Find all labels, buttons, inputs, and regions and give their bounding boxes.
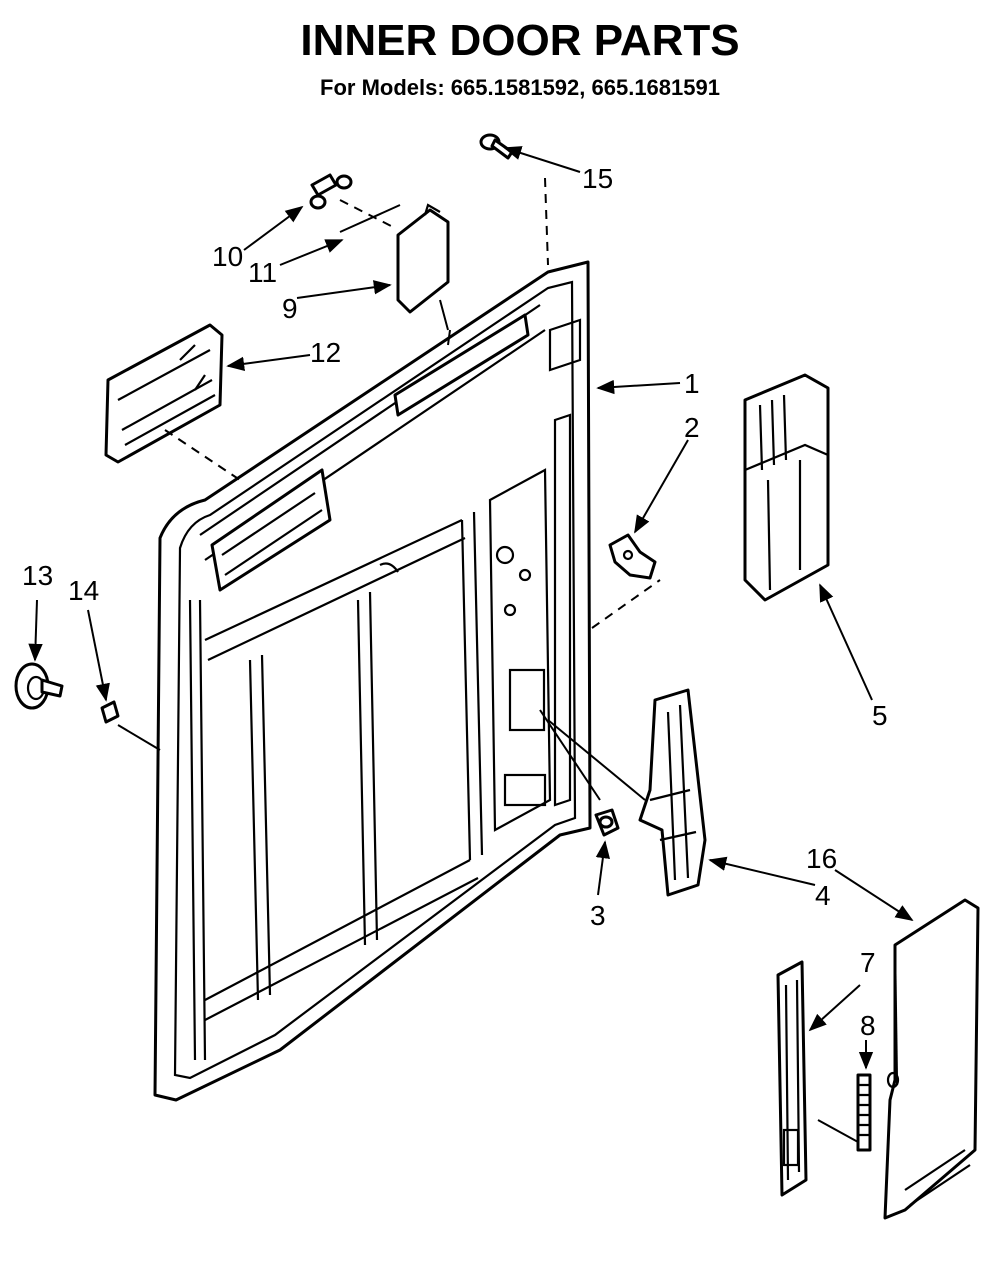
part-10-nut[interactable] (309, 173, 353, 210)
part-4-latch[interactable] (638, 688, 707, 897)
callout-2: 2 (684, 412, 700, 443)
callout-8: 8 (860, 1010, 876, 1041)
inner-door-panel[interactable] (153, 260, 592, 1102)
part-11-pin[interactable] (339, 204, 401, 233)
part-2-clip[interactable] (608, 533, 657, 580)
part-3-bumper[interactable] (594, 808, 620, 837)
part-8-spring[interactable] (856, 1073, 872, 1152)
callout-11: 11 (248, 257, 277, 288)
part-13-wheel[interactable] (14, 662, 64, 710)
part-7-slide[interactable] (776, 960, 808, 1197)
callout-16: 16 (806, 843, 837, 874)
callout-1: 1 (684, 368, 700, 399)
part-12-vent[interactable] (104, 323, 224, 464)
part-5-module[interactable] (743, 373, 830, 602)
part-16-cover-panel[interactable] (883, 898, 980, 1220)
callout-3: 3 (590, 900, 606, 931)
part-14-washer[interactable] (100, 700, 120, 724)
callout-15: 15 (582, 163, 613, 194)
part-9-cover[interactable] (396, 203, 450, 314)
callout-14: 14 (68, 575, 99, 606)
callout-12: 12 (310, 337, 341, 368)
callout-5: 5 (872, 700, 888, 731)
callout-4: 4 (815, 880, 831, 911)
diagram-subtitle: For Models: 665.1581592, 665.1681591 (320, 75, 720, 100)
callout-10: 10 (212, 241, 243, 272)
callout-7: 7 (860, 947, 876, 978)
callout-13: 13 (22, 560, 53, 591)
callout-leaders (28, 146, 914, 1070)
callout-9: 9 (282, 293, 298, 324)
part-15-screw[interactable] (479, 133, 514, 160)
diagram-title: INNER DOOR PARTS (300, 16, 739, 65)
